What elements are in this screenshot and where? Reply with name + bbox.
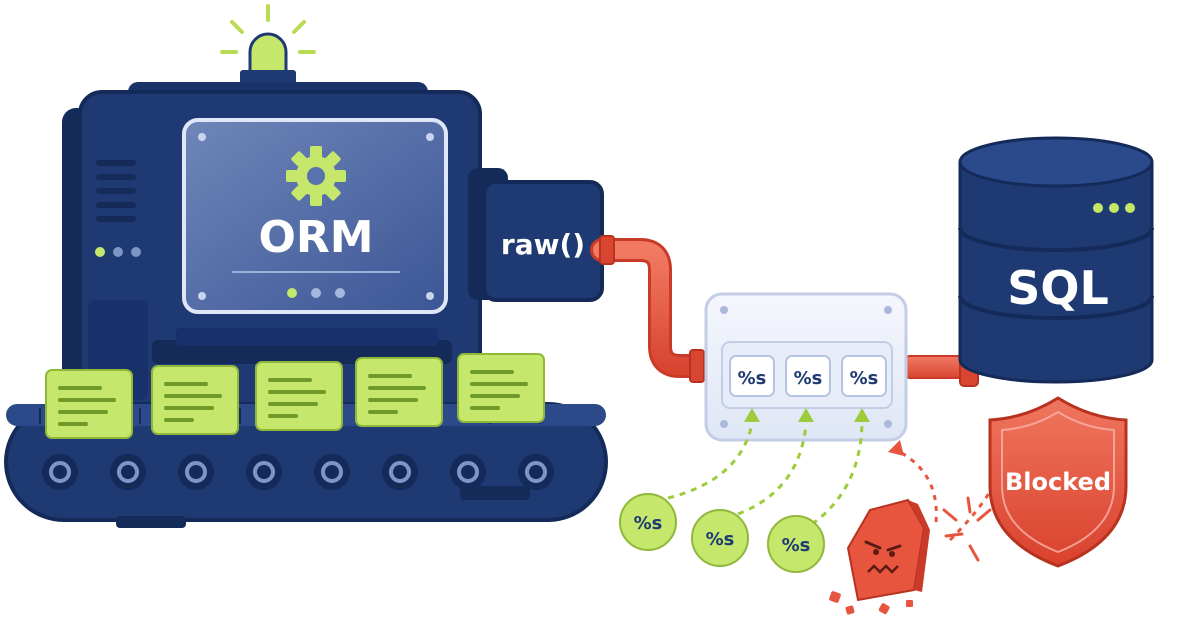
parameter-filter: %s %s %s: [704, 292, 908, 442]
query-card: [457, 353, 545, 423]
gear-icon: [286, 146, 346, 206]
blocked-shield-icon: Blocked: [988, 396, 1128, 568]
query-card: [355, 357, 443, 427]
orm-screen: [182, 118, 448, 314]
param-flow-arrows: [667, 423, 864, 526]
vent-grille: [96, 160, 136, 222]
indicator-dot: [113, 247, 123, 257]
slot-label: %s: [738, 368, 767, 389]
query-card: [255, 361, 343, 431]
red-pipe: [590, 235, 724, 383]
param-token: %s: [691, 509, 749, 567]
conveyor-wheels: [42, 454, 554, 490]
placeholder-slot: %s: [785, 355, 831, 397]
query-card: [151, 365, 239, 435]
impact-burst-icon: [942, 496, 992, 562]
attack-arrows: [895, 448, 1000, 542]
query-card: [45, 369, 133, 439]
slot-label: %s: [850, 368, 879, 389]
param-token-label: %s: [634, 513, 663, 534]
indicator-dot: [95, 247, 105, 257]
sql-database: SQL: [958, 136, 1154, 384]
warning-light-icon: [220, 4, 316, 84]
sql-label: SQL: [1007, 261, 1109, 315]
orm-label: ORM: [258, 212, 373, 263]
param-token: %s: [619, 493, 677, 551]
orm-machine: ORM raw(): [62, 82, 604, 438]
malicious-input-icon: [829, 498, 930, 615]
placeholder-slot: %s: [841, 355, 887, 397]
query-cards: [45, 353, 545, 439]
shield-label: Blocked: [1005, 468, 1111, 496]
param-token-label: %s: [706, 529, 735, 550]
placeholder-slot: %s: [729, 355, 775, 397]
slot-label: %s: [794, 368, 823, 389]
indicator-dot: [131, 247, 141, 257]
raw-port-label: raw(): [501, 228, 585, 261]
param-token-label: %s: [782, 535, 811, 556]
param-token: %s: [767, 515, 825, 573]
